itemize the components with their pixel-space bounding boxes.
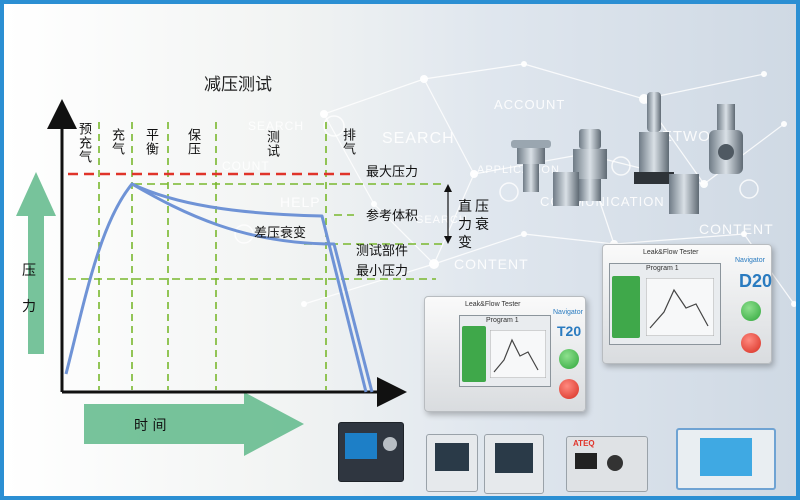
phase-label-precharge: 预充气 (76, 122, 91, 164)
d20-stop-button (741, 333, 761, 353)
d20-screen-graph (646, 278, 714, 336)
bg-word-search-2: SEARCH (382, 130, 455, 147)
phase-label-test: 测试 (264, 130, 279, 158)
small-device-2 (426, 434, 478, 492)
pressure-curves (64, 182, 374, 393)
ateq-knob (607, 455, 623, 471)
bg-word-content-2: CONTENT (454, 256, 529, 272)
time-arrow (84, 392, 304, 456)
t20-screen-graph (490, 330, 546, 378)
bg-word-account: ACCOUNT (494, 97, 566, 112)
small-device-3-screen (495, 443, 533, 473)
small-device-3 (484, 434, 544, 494)
label-min-pressure: 最小压力 (356, 264, 409, 279)
d20-header: Leak&Flow Tester (643, 249, 699, 256)
bg-word-count: COUNT (222, 159, 270, 173)
small-device-ateq: ATEQ (566, 436, 648, 492)
ateq-display (575, 453, 597, 469)
t20-status-panel (462, 326, 486, 382)
pressure-arrow (16, 172, 56, 354)
label-test-part: 测试部件 (356, 244, 409, 259)
bg-word-search-3: SEARCH (416, 214, 468, 226)
label-differential-decay: 差压衰变 (254, 226, 307, 241)
reference-curve (64, 182, 368, 393)
d20-screen: Program 1 (609, 263, 721, 345)
t20-screen: Program 1 (459, 315, 551, 387)
ateq-brand-badge: ATEQ (573, 439, 595, 448)
tester-t20: Leak&Flow Tester Navigator Program 1 T20 (424, 296, 586, 412)
pressure-decay-diagram (16, 99, 452, 456)
t20-start-button (559, 349, 579, 369)
label-max-pressure: 最大压力 (366, 165, 419, 180)
phase-lines (98, 122, 327, 390)
t20-program: Program 1 (486, 317, 519, 324)
bg-word-search-1: SEARCH (248, 119, 305, 133)
bg-word-help: HELP (280, 194, 321, 210)
d20-status-panel (612, 276, 640, 338)
tester-d20: Leak&Flow Tester Navigator Program 1 D20 (602, 244, 772, 364)
bg-word-content-1: CONTENT (699, 221, 774, 237)
d20-model: D20 (739, 271, 773, 291)
phase-label-stabilize: 平衡 (143, 128, 158, 156)
small-device-2-screen (435, 443, 469, 471)
small-device-1 (338, 422, 404, 482)
y-axis-label-1: 压 (22, 263, 36, 279)
t20-model: T20 (557, 323, 582, 339)
label-direct-decay: 直压力衰变 (458, 199, 492, 251)
label-reference-volume: 参考体积 (366, 209, 419, 224)
t20-stop-button (559, 379, 579, 399)
small-device-5 (676, 428, 776, 490)
y-axis-label-2: 力 (22, 299, 36, 315)
diagram-title: 减压测试 (204, 75, 272, 95)
phase-label-fill: 充气 (109, 128, 124, 156)
x-axis-label: 时 间 (134, 418, 167, 434)
t20-header: Leak&Flow Tester (465, 301, 521, 308)
d20-program: Program 1 (646, 265, 679, 272)
phase-label-exhaust: 排气 (340, 128, 355, 156)
d20-brand: Navigator (735, 257, 765, 264)
fitting-images (511, 92, 743, 214)
d20-start-button (741, 301, 761, 321)
small-device-5-screen (700, 438, 752, 476)
phase-label-hold: 保压 (185, 128, 200, 156)
t20-brand: Navigator (553, 309, 583, 316)
small-device-1-knob (383, 437, 397, 451)
small-device-1-screen (345, 433, 377, 459)
test-part-curve (131, 182, 374, 393)
